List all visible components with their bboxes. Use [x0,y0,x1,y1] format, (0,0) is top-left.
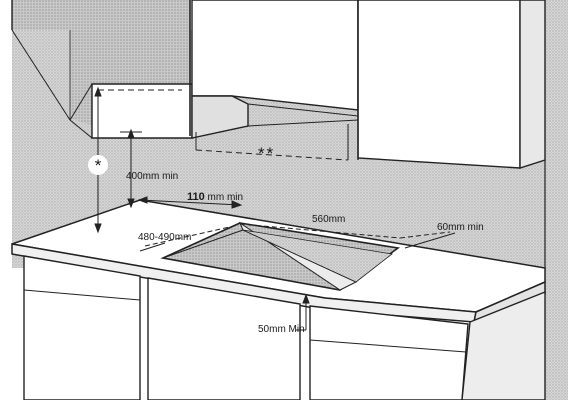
label-50mm-min: 50mm Min [258,324,305,335]
asterisk-marker: * [88,155,108,175]
label-400mm-min: 400mm min [126,171,179,182]
label-double-asterisk: ** [258,144,276,163]
label-110-unit: mm min [204,192,244,203]
label-110-number: 110 [187,191,205,203]
upper-cabinet-right [357,0,546,169]
label-480-490mm: 480-490mm [138,232,192,243]
extractor-hood [191,0,359,139]
base-cabinets [23,255,546,400]
dimension-lines [94,86,456,331]
side-wall [545,0,568,400]
label-560mm: 560mm [312,214,346,225]
upper-cabinet-left [11,0,193,139]
label-60mm-min: 60mm min [437,222,484,233]
hob-cutout [160,221,401,291]
label-110: 110 mm min [187,191,244,204]
